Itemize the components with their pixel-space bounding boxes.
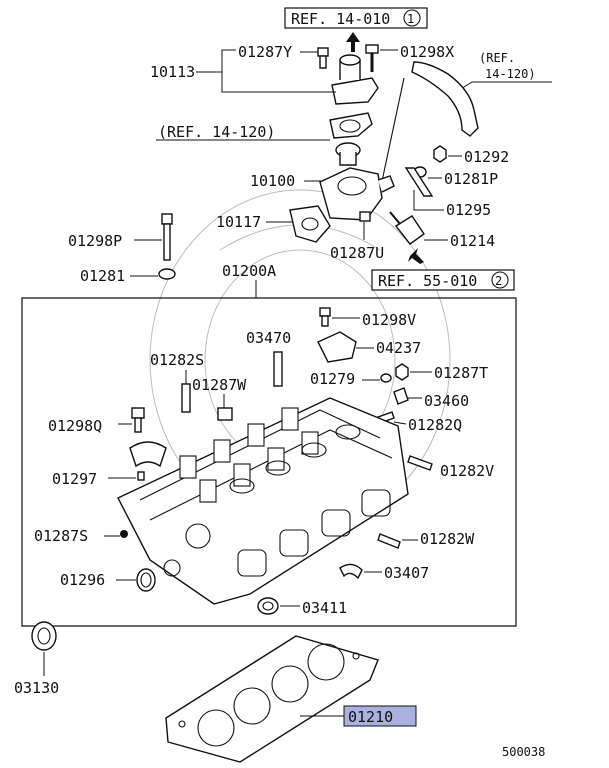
water-outlet-fitting (331, 54, 379, 105)
ref-55-010-text: REF. 55-010 (378, 272, 477, 290)
label-01281P: 01281P (444, 170, 498, 188)
nut-01292 (433, 145, 447, 163)
ref-14-120-line2: 14-120) (485, 67, 536, 81)
bolt-01298X (365, 44, 379, 72)
label-03470: 03470 (246, 329, 291, 347)
cap-01297 (129, 441, 167, 481)
cylinder-head (117, 397, 409, 605)
stud-01282V (407, 455, 433, 471)
figure-code: 500038 (502, 745, 545, 759)
washer-01281 (158, 268, 176, 280)
seal-01296 (136, 568, 156, 592)
label-01282W: 01282W (420, 530, 475, 548)
label-01292: 01292 (464, 148, 509, 166)
label-01282Q: 01282Q (408, 416, 462, 434)
label-01287T: 01287T (434, 364, 488, 382)
thermostat (335, 142, 361, 166)
label-01297: 01297 (52, 470, 97, 488)
up-arrow (346, 32, 360, 52)
ref-14-010-text: REF. 14-010 (291, 10, 390, 28)
down-right-arrow (408, 248, 424, 264)
label-01287S: 01287S (34, 527, 88, 545)
seal-03130 (31, 621, 57, 651)
label-01282S: 01282S (150, 351, 204, 369)
bolt-01298P (161, 213, 173, 261)
label-01282V: 01282V (440, 462, 494, 480)
thermostat-gasket (329, 112, 373, 139)
bolt-01287Y (317, 47, 329, 69)
label-10117: 10117 (216, 213, 261, 231)
label-01210-highlight[interactable] (343, 705, 417, 727)
plug-03460 (393, 387, 409, 405)
pin-03470 (273, 351, 283, 387)
label-01210: 01210 (348, 708, 393, 726)
nut-01287T (395, 363, 409, 381)
ring-01279 (380, 373, 392, 383)
gasket-10117 (289, 205, 331, 243)
bolt-01287U (359, 211, 371, 222)
label-10113: 10113 (150, 63, 195, 81)
label-01298V: 01298V (362, 311, 416, 329)
ref-55-010-box[interactable]: REF. 55-010 2 (371, 269, 515, 291)
label-03130: 03130 (14, 679, 59, 697)
ref-14-120-inline: (REF. 14-120) (158, 123, 275, 141)
sensor-01214 (389, 211, 425, 245)
label-01214: 01214 (450, 232, 495, 250)
bolt-01298V (319, 307, 331, 327)
ref-14-010-box[interactable]: REF. 14-010 1 (284, 7, 428, 29)
label-01298Q: 01298Q (48, 417, 102, 435)
ref-14-010-circle: 1 (407, 12, 414, 26)
label-01200A: 01200A (222, 262, 276, 280)
label-01281: 01281 (80, 267, 125, 285)
label-01298P: 01298P (68, 232, 122, 250)
label-03407: 03407 (384, 564, 429, 582)
stud-01282S (181, 383, 191, 413)
stud-01282W (377, 533, 401, 549)
seal-03407 (339, 563, 363, 580)
ref-55-010-circle: 2 (495, 274, 502, 288)
bolt-01287S (120, 530, 128, 538)
head-gasket (165, 635, 379, 763)
label-01296: 01296 (60, 571, 105, 589)
label-03460: 03460 (424, 392, 469, 410)
ref-14-120-line1: (REF. (479, 51, 515, 65)
label-01287U: 01287U (330, 244, 384, 262)
bolt-01298Q (131, 407, 145, 433)
cylinder-head-frame (21, 297, 517, 627)
label-03411: 03411 (302, 599, 347, 617)
bolt-01287W (217, 407, 233, 421)
label-01279: 01279 (310, 370, 355, 388)
label-04237: 04237 (376, 339, 421, 357)
label-01287W: 01287W (192, 376, 247, 394)
label-01287Y: 01287Y (238, 43, 292, 61)
seal-03411 (257, 597, 279, 615)
water-inlet-housing (319, 167, 395, 221)
label-01298X: 01298X (400, 43, 454, 61)
label-01295: 01295 (446, 201, 491, 219)
label-10100: 10100 (250, 172, 295, 190)
clamp-01295 (404, 167, 434, 197)
cover-04237 (317, 331, 357, 363)
